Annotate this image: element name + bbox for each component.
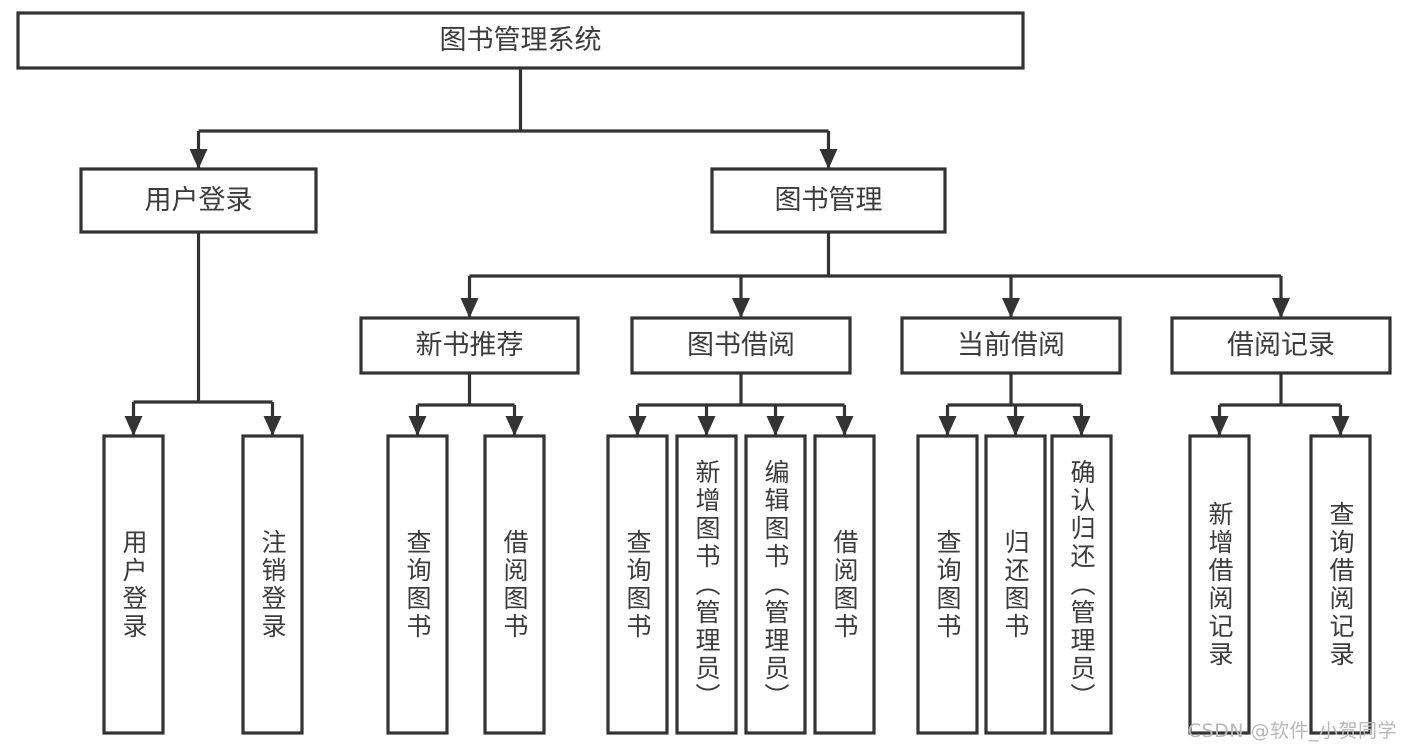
node-leaf-12-rect[interactable] <box>1309 434 1372 735</box>
arrow-level2-0 <box>189 149 208 169</box>
node-level3-1-label: 图书借阅 <box>687 330 795 361</box>
node-level3-2-rect[interactable] <box>900 316 1122 375</box>
arrow-level2-1 <box>819 149 838 169</box>
node-level2-1-label: 图书管理 <box>775 185 883 216</box>
arrow-level3-0 <box>460 298 479 318</box>
arrow-leaf-0-1 <box>263 416 282 436</box>
node-level3-2-label: 当前借阅 <box>957 330 1065 361</box>
node-leaf-3-rect[interactable] <box>483 434 546 735</box>
node-level2-1[interactable]: 图书管理 <box>710 167 947 234</box>
node-leaf-5[interactable] <box>675 434 738 735</box>
node-leaf-9[interactable] <box>984 434 1047 735</box>
arrow-level3-3 <box>1272 298 1290 318</box>
node-leaf-8-rect[interactable] <box>916 434 979 735</box>
node-level2-1-rect[interactable] <box>710 167 947 234</box>
node-leaf-6-rect[interactable] <box>744 434 807 735</box>
node-level3-1-rect[interactable] <box>630 316 852 375</box>
node-leaf-6[interactable] <box>744 434 807 735</box>
node-level3-2[interactable]: 当前借阅 <box>900 316 1122 375</box>
node-leaf-1-rect[interactable] <box>241 434 304 735</box>
arrow-leaf-2-1 <box>697 416 716 436</box>
arrow-leaf-2-2 <box>766 416 785 436</box>
arrow-leaf-2-3 <box>835 416 854 436</box>
node-leaf-12[interactable] <box>1309 434 1372 735</box>
node-level3-3[interactable]: 借阅记录 <box>1170 316 1392 375</box>
node-leaf-3[interactable] <box>483 434 546 735</box>
node-root[interactable]: 图书管理系统 <box>16 11 1025 70</box>
node-leaf-2[interactable] <box>386 434 449 735</box>
node-leaf-1[interactable] <box>241 434 304 735</box>
arrow-leaf-3-0 <box>938 416 957 436</box>
arrow-leaf-4-0 <box>1210 416 1229 436</box>
node-leaf-9-rect[interactable] <box>984 434 1047 735</box>
node-leaf-10[interactable] <box>1050 434 1113 735</box>
arrow-level3-1 <box>732 298 750 318</box>
csdn-watermark: CSDN @软件_小贺同学 <box>1187 720 1397 742</box>
node-leaf-2-rect[interactable] <box>386 434 449 735</box>
node-leaf-4[interactable] <box>606 434 669 735</box>
node-leaf-4-rect[interactable] <box>606 434 669 735</box>
node-level3-0-label: 新书推荐 <box>416 330 524 361</box>
node-leaf-7-rect[interactable] <box>813 434 876 735</box>
arrow-leaf-1-1 <box>505 416 524 436</box>
node-level2-0[interactable]: 用户登录 <box>79 167 318 234</box>
arrow-leaf-3-1 <box>1006 416 1025 436</box>
node-leaf-0[interactable] <box>102 434 165 735</box>
connectors-layer <box>124 68 1350 436</box>
node-level3-0-rect[interactable] <box>359 316 580 375</box>
node-leaf-8[interactable] <box>916 434 979 735</box>
node-leaf-11[interactable] <box>1188 434 1251 735</box>
node-root-rect[interactable] <box>16 11 1025 70</box>
arrow-level3-2 <box>1002 298 1020 318</box>
arrow-leaf-3-2 <box>1072 416 1091 436</box>
node-root-label: 图书管理系统 <box>440 25 602 56</box>
node-level3-1[interactable]: 图书借阅 <box>630 316 852 375</box>
arrow-leaf-2-0 <box>628 416 647 436</box>
arrow-leaf-1-0 <box>408 416 427 436</box>
node-leaf-5-rect[interactable] <box>675 434 738 735</box>
node-leaf-7[interactable] <box>813 434 876 735</box>
node-level3-3-label: 借阅记录 <box>1227 330 1335 361</box>
arrow-leaf-0-0 <box>124 416 143 436</box>
node-level2-0-rect[interactable] <box>79 167 318 234</box>
node-leaf-10-rect[interactable] <box>1050 434 1113 735</box>
node-level3-0[interactable]: 新书推荐 <box>359 316 580 375</box>
arrow-leaf-4-1 <box>1331 416 1350 436</box>
node-level2-0-label: 用户登录 <box>145 185 253 216</box>
node-leaf-0-rect[interactable] <box>102 434 165 735</box>
node-leaf-11-rect[interactable] <box>1188 434 1251 735</box>
node-level3-3-rect[interactable] <box>1170 316 1392 375</box>
